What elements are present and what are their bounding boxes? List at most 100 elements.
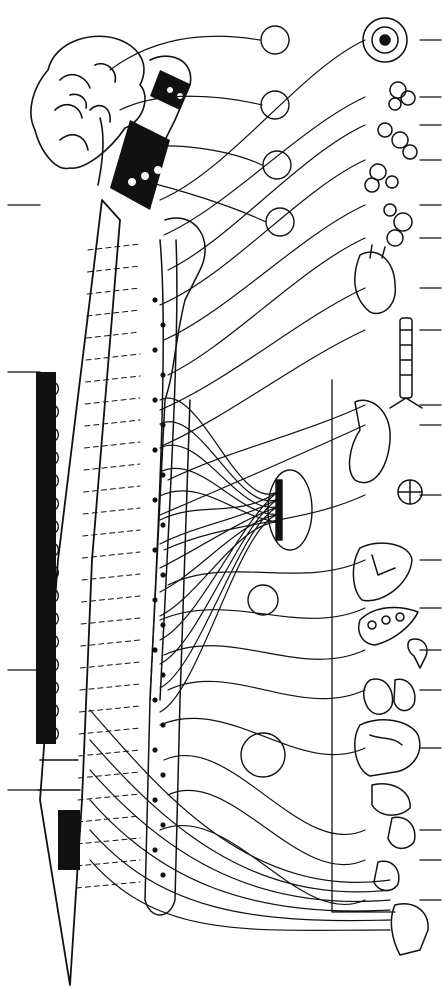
segment-dashes <box>75 243 141 889</box>
spinal-root-loop <box>45 657 59 673</box>
brainstem-icon <box>110 55 192 210</box>
bladder-icon <box>387 816 416 850</box>
spinal-root-loop <box>45 427 59 443</box>
sacral-fibre <box>89 799 391 912</box>
chain-ganglion-node <box>152 297 158 303</box>
segment-dash <box>79 683 141 691</box>
preganglionic-fibre <box>159 513 281 713</box>
chain-ganglion-nodes <box>152 297 166 878</box>
segment-dash <box>86 309 141 317</box>
heart-icon <box>354 244 397 315</box>
preganglionic-fibre <box>159 397 281 495</box>
chain-ganglion-node <box>152 447 158 453</box>
spinal-root-loop <box>45 519 59 535</box>
spinal-root-loop <box>45 496 59 512</box>
segment-dash <box>82 529 141 537</box>
spinal-root-loop <box>45 611 59 627</box>
nerve-fibre <box>159 824 366 906</box>
spinal-root-loop <box>45 565 59 581</box>
sacral-root-loop <box>65 830 79 841</box>
sacral-fibre <box>89 859 391 931</box>
nerve-fibre <box>163 96 366 236</box>
eye-icon <box>362 17 408 63</box>
sacral-fibre <box>89 829 391 922</box>
spinal-root-loop <box>45 542 59 558</box>
spinal-root-loop <box>45 450 59 466</box>
spinal-root-loop <box>45 588 59 604</box>
preganglionic-fibre <box>159 467 281 515</box>
pancreas-icon <box>358 606 419 646</box>
preganglionic-fibre <box>159 497 281 545</box>
celiac-ganglion-bar <box>275 479 283 541</box>
gallbladder-icon <box>407 638 428 669</box>
brain-outline-icon <box>30 35 146 186</box>
nerve-fibre <box>167 559 366 586</box>
nerve-fibre <box>159 39 366 201</box>
pelvic-ganglion-icon <box>240 732 286 778</box>
segment-dash <box>87 243 141 251</box>
chain-ganglion-node <box>152 547 158 553</box>
trachea-lungs-icon <box>389 317 423 409</box>
sacral-root-loop <box>65 844 79 855</box>
segment-dash <box>76 859 141 867</box>
chain-ganglion-node <box>152 747 158 753</box>
leader-lines <box>7 39 442 901</box>
spinal-root-loop <box>45 404 59 420</box>
spinal-root-loop <box>45 726 59 742</box>
celiac-ganglion-icon <box>267 469 313 551</box>
nerve-fibre <box>167 680 366 700</box>
segment-dash <box>87 265 141 273</box>
chain-ganglion-node <box>160 822 166 828</box>
stomach-icon <box>348 399 391 484</box>
chain-ganglion-node <box>160 672 166 678</box>
chain-ganglion-node <box>152 847 158 853</box>
chain-ganglion-node <box>160 572 166 578</box>
nerve-fibres <box>89 35 391 931</box>
preganglionic-fibre <box>159 505 281 569</box>
sacral-fibre <box>89 709 391 883</box>
intestines-icon <box>354 719 421 777</box>
colon-icon <box>371 783 411 816</box>
sacral-fibre <box>89 739 391 893</box>
segment-dash <box>81 551 141 559</box>
liver-icon <box>352 542 413 602</box>
nerve-fibre <box>163 204 366 341</box>
chain-ganglion-node <box>152 397 158 403</box>
segment-dash <box>79 705 141 713</box>
cranial-fibre <box>109 35 261 71</box>
segment-dash <box>78 749 141 757</box>
nerve-fibre <box>159 287 366 411</box>
nerve-fibre <box>163 645 366 660</box>
nerve-fibre <box>163 494 366 551</box>
blood-vessels-icon <box>397 479 423 505</box>
segment-dash <box>83 485 141 493</box>
segment-dash <box>86 287 141 295</box>
spinal-root-loop <box>45 680 59 696</box>
segment-dash <box>85 375 141 383</box>
nerve-fibre <box>167 789 366 866</box>
segment-dash <box>85 353 141 361</box>
segment-dash <box>81 595 141 603</box>
sacral-fibre <box>89 769 391 902</box>
chain-ganglion-node <box>152 597 158 603</box>
preganglionic-fibre <box>159 513 281 593</box>
nerve-fibre <box>159 424 366 516</box>
genitals-icon <box>373 860 429 956</box>
lacrimal-gland-icon <box>388 81 416 111</box>
segment-dash <box>77 771 141 779</box>
segment-dash <box>83 463 141 471</box>
preganglionic-fibre <box>159 521 281 617</box>
segment-dash <box>83 441 141 449</box>
chain-ganglion-node <box>160 872 166 878</box>
nerve-fibre <box>167 404 366 481</box>
mesenteric-ganglion-icon <box>247 584 279 616</box>
preganglionic-fibre <box>159 489 281 521</box>
chain-ganglion-node <box>160 622 166 628</box>
segment-dash <box>80 617 141 625</box>
chain-ganglion-node <box>160 472 166 478</box>
segment-dash <box>82 507 141 515</box>
chain-ganglion-node <box>152 647 158 653</box>
nerve-fibre <box>163 329 366 446</box>
spinal-root-loop <box>45 473 59 489</box>
